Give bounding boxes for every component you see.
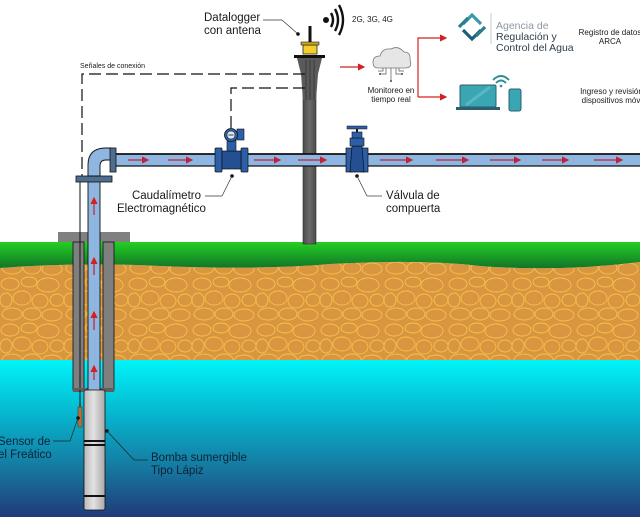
registry-label: Registro de datos ARCA xyxy=(570,28,640,46)
pump-label-line1: Bomba sumergible xyxy=(151,452,247,464)
valve-label-line2: compuerta xyxy=(386,203,441,216)
valve-label: Válvula de compuerta xyxy=(386,190,440,216)
datalogger-label-line2: con antena xyxy=(204,25,261,38)
connection-signal-lines xyxy=(81,73,305,180)
smartphone-icon xyxy=(508,88,522,112)
flowmeter-label: Caudalímetro Electromagnético xyxy=(117,190,206,216)
flowmeter-label-line1: Caudalímetro xyxy=(131,190,201,202)
pump-leader xyxy=(105,429,148,461)
valve-leader xyxy=(355,174,382,197)
wifi-icon xyxy=(492,75,510,88)
monitoring-label-line2: tiempo real xyxy=(371,95,411,105)
network-label: 2G, 3G, 4G xyxy=(352,15,393,24)
agency-name-line3: Control del Agua xyxy=(496,42,574,55)
sensor-label-line1: Sensor de xyxy=(0,436,51,448)
sensor-label-line2: el Freático xyxy=(0,449,52,462)
soil-layer xyxy=(0,261,640,360)
pump-label-line2: Tipo Lápiz xyxy=(151,465,204,478)
laptop-icon xyxy=(456,84,500,110)
mobile-label-line2: dispositivos móviles xyxy=(581,96,640,106)
datalogger-label: Datalogger con antena xyxy=(204,12,261,38)
agency-name-line1: Agencia de xyxy=(496,20,549,32)
agency-name-line2: Regulación y xyxy=(496,31,557,44)
electromagnetic-flowmeter-icon xyxy=(214,128,249,173)
submersible-pump-icon xyxy=(83,389,106,511)
mobile-label-line1: Ingreso y revisión de xyxy=(580,87,640,96)
flowmeter-leader xyxy=(205,174,234,197)
sensor-leader xyxy=(53,416,80,442)
monitoring-label-line1: Monitoreo en xyxy=(367,86,415,95)
gate-valve-icon xyxy=(345,125,369,173)
data-flow-arrows xyxy=(340,34,448,101)
arca-logo-icon xyxy=(457,12,487,42)
valve-label-line1: Válvula de xyxy=(386,190,440,202)
datalogger-mast xyxy=(294,55,325,245)
grass-layer xyxy=(0,242,640,269)
antenna-datalogger-icon xyxy=(300,26,320,55)
horizontal-discharge-pipe xyxy=(109,147,640,173)
cloud-network-icon xyxy=(372,47,412,82)
registry-label-line2: ARCA xyxy=(598,37,622,47)
wireless-signal-icon xyxy=(323,4,345,36)
datalogger-label-line1: Datalogger xyxy=(204,12,261,24)
sensor-label: Sensor de el Freático xyxy=(0,436,52,462)
agency-name: Agencia de Regulación y Control del Agua xyxy=(496,20,574,55)
datalogger-leader xyxy=(263,19,300,36)
monitoring-label: Monitoreo en tiempo real xyxy=(362,86,420,104)
signals-label: Señales de conexión xyxy=(80,63,145,70)
pump-label: Bomba sumergible Tipo Lápiz xyxy=(151,452,247,478)
mobile-label: Ingreso y revisión de dispositivos móvil… xyxy=(562,87,640,105)
registry-label-line1: Registro de datos xyxy=(578,28,640,37)
flowmeter-label-line2: Electromagnético xyxy=(117,203,206,216)
